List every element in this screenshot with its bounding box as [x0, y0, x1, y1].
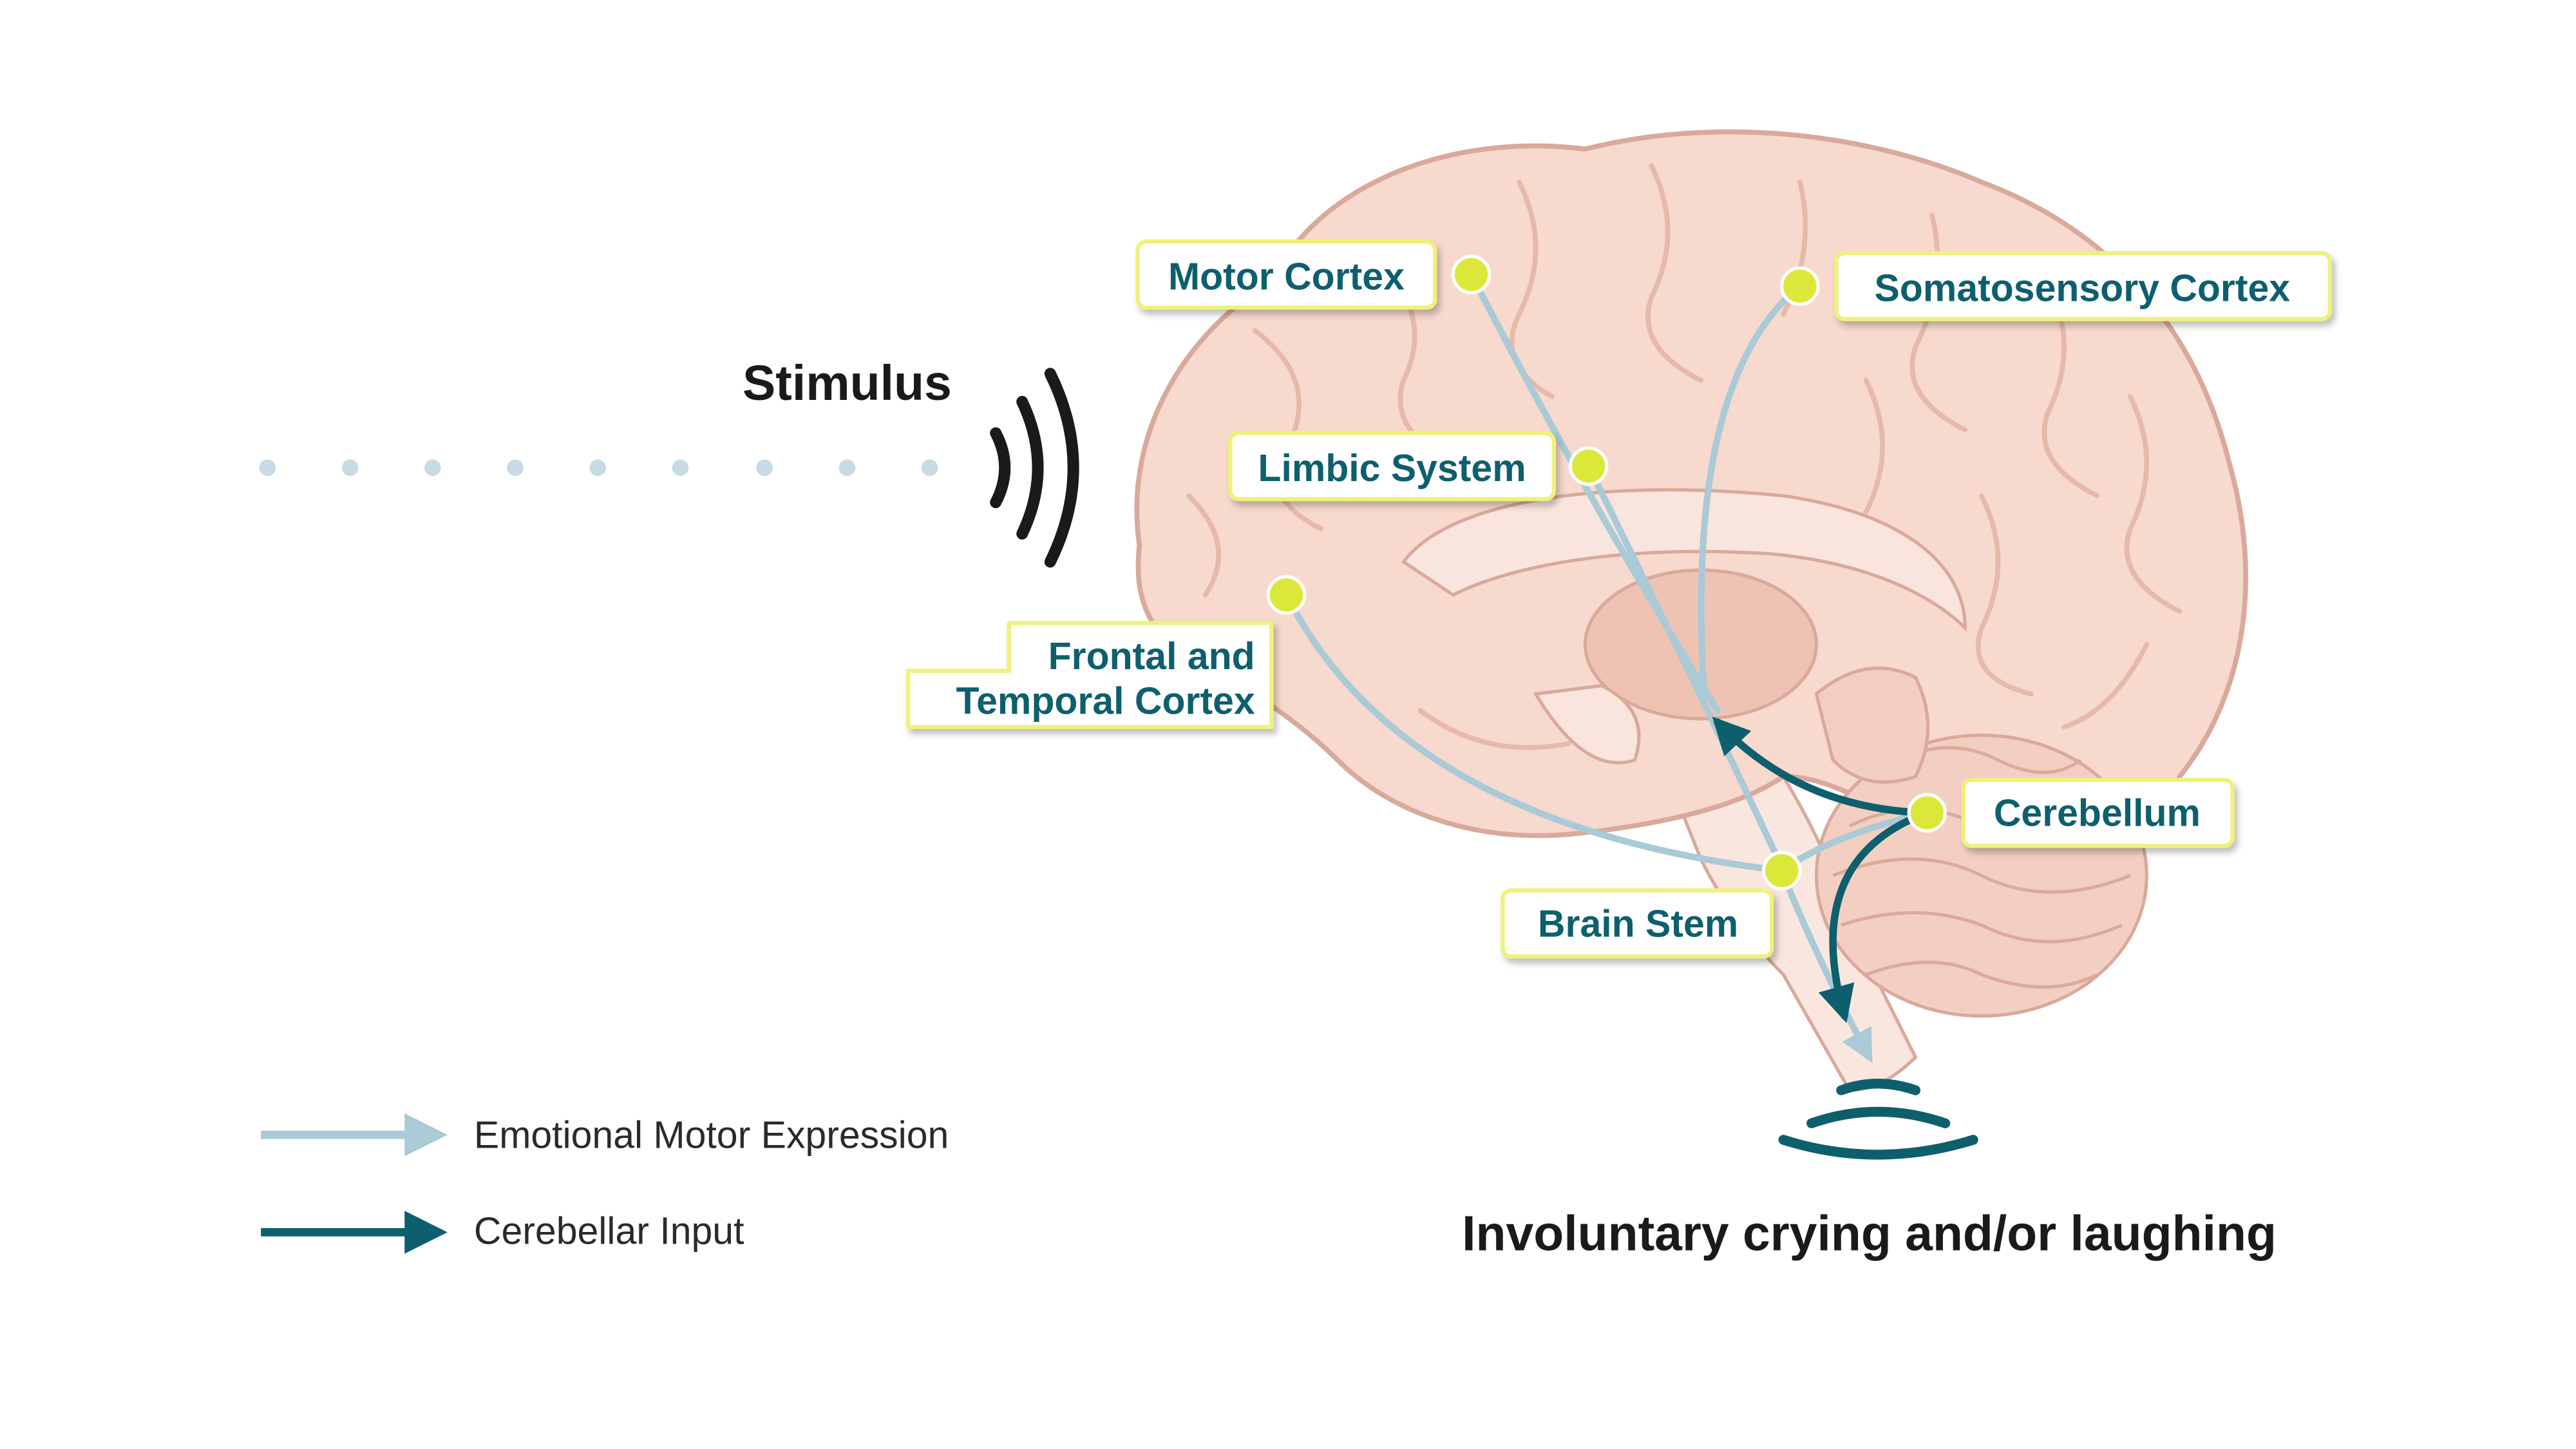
stimulus-dotted-line — [259, 459, 938, 477]
label-frontal-temporal-line1: Frontal and — [1048, 636, 1255, 677]
label-frontal-temporal-line2: Temporal Cortex — [956, 680, 1255, 722]
legend: Emotional Motor Expression Cerebellar In… — [261, 1113, 949, 1254]
node-brain-stem — [1761, 851, 1802, 891]
stimulus-label: Stimulus — [743, 355, 952, 411]
label-limbic-system-text: Limbic System — [1258, 448, 1526, 489]
node-frontal-temporal — [1266, 574, 1307, 615]
label-brain-stem-text: Brain Stem — [1538, 903, 1738, 945]
label-limbic-system — [1228, 431, 1557, 502]
label-motor-cortex — [1135, 239, 1437, 310]
outcome-label: Involuntary crying and/or laughing — [1462, 1206, 2277, 1262]
cerebellar-pathway-up — [1712, 716, 1931, 817]
label-cerebellum — [1961, 777, 2235, 848]
brain-illustration — [1134, 129, 2249, 1092]
cerebellar-pathway-down — [1818, 809, 1931, 1023]
output-wave-icon — [1778, 1079, 1978, 1160]
label-somatosensory-cortex-text: Somatosensory Cortex — [1875, 267, 2291, 309]
label-motor-cortex-text: Motor Cortex — [1168, 256, 1405, 298]
legend-cerebellar-input-label: Cerebellar Input — [474, 1210, 744, 1252]
pathway-frontal-temporal — [1283, 591, 1785, 875]
node-motor-cortex — [1451, 254, 1492, 295]
region-nodes — [1266, 254, 1947, 891]
node-somatosensory-cortex — [1780, 266, 1820, 307]
pathway-brainstem-descending — [1778, 867, 1873, 1063]
pathway-somatosensory — [1698, 283, 1803, 697]
label-frontal-temporal — [906, 621, 1274, 730]
label-somatosensory-cortex — [1834, 251, 2333, 321]
label-brain-stem — [1501, 888, 1774, 959]
pathway-limbic-system — [1585, 462, 1787, 875]
legend-emotional-motor-label: Emotional Motor Expression — [474, 1115, 949, 1157]
label-cerebellum-text: Cerebellum — [1994, 793, 2201, 835]
node-limbic-system — [1568, 446, 1609, 486]
node-cerebellum — [1907, 793, 1947, 833]
legend-emotional-motor-arrow — [261, 1113, 448, 1157]
sound-wave-icon — [990, 368, 1079, 568]
region-labels: Motor Cortex Somatosensory Cortex Limbic… — [906, 239, 2333, 959]
cerebellar-input-pathways — [1712, 716, 1931, 1023]
legend-cerebellar-input-arrow — [261, 1211, 448, 1254]
